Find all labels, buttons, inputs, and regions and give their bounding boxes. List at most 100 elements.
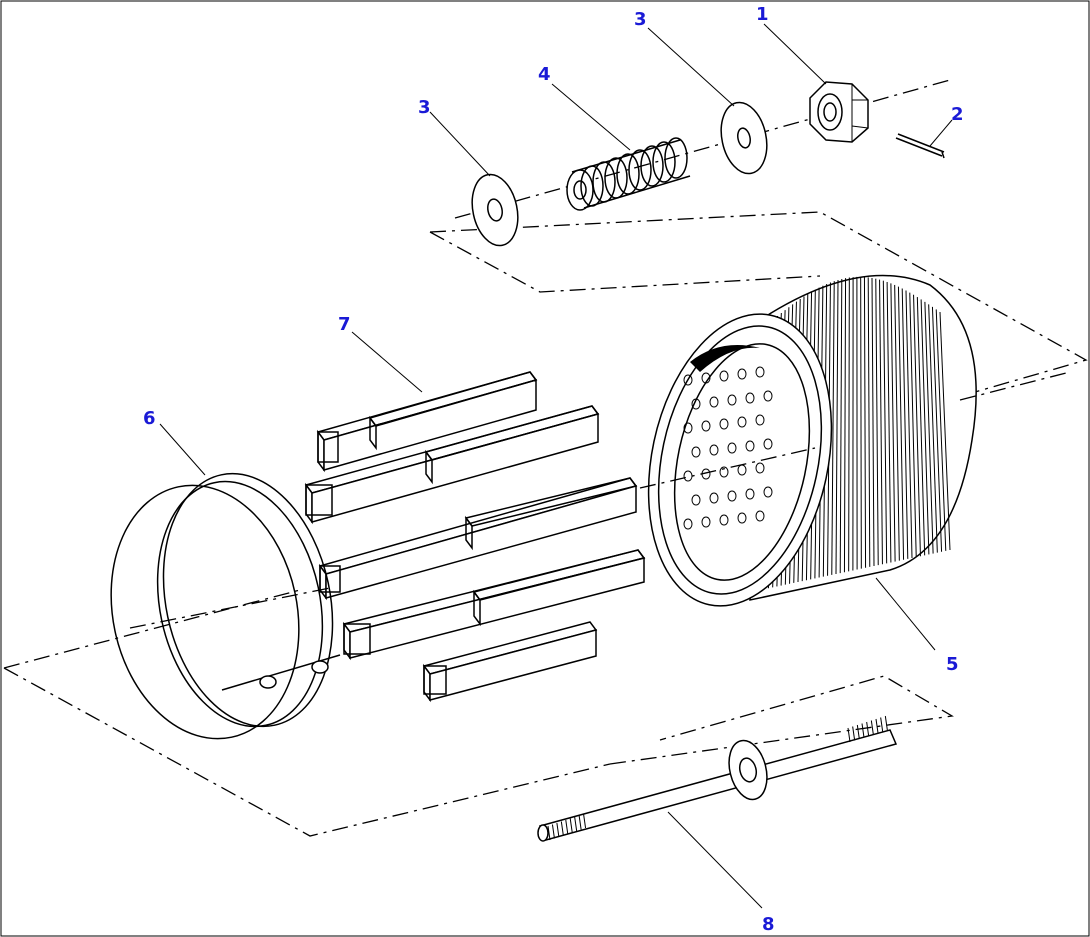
perforation-hole	[719, 466, 729, 478]
pleat-line	[890, 283, 896, 562]
thread-line	[551, 824, 555, 839]
perforation-hole	[745, 392, 755, 404]
pleat-line	[871, 277, 875, 567]
perforation-hole	[701, 516, 711, 528]
spacer-bar	[316, 371, 538, 473]
lower-plane-dashline-3	[609, 675, 954, 765]
stud	[537, 715, 898, 842]
perforation-hole	[719, 418, 729, 430]
pleat-line	[839, 278, 843, 574]
spacer-bars	[304, 371, 646, 703]
callout-7: 7	[338, 314, 351, 335]
perforation-hole	[719, 370, 729, 382]
thread-line	[866, 721, 870, 737]
pleat-line	[920, 299, 930, 555]
perforation-hole	[683, 518, 693, 530]
pleat-line	[843, 278, 847, 573]
perforation-hole	[763, 438, 773, 450]
perforation-hole	[709, 492, 719, 504]
pleat-line	[913, 294, 921, 557]
spring	[566, 137, 691, 211]
pleat-line	[860, 276, 862, 569]
callout-1: 1	[756, 4, 769, 25]
thread-line	[565, 819, 569, 835]
perforation-hole	[683, 374, 693, 386]
pleat-line	[939, 311, 951, 551]
perforation-hole	[755, 462, 765, 474]
perforation-hole	[719, 514, 729, 526]
callout-2: 2	[951, 104, 964, 125]
top-axis-line	[454, 79, 951, 219]
thread-line	[856, 724, 860, 740]
perforation-hole	[737, 512, 747, 524]
nut	[809, 81, 869, 143]
pleat-line	[831, 281, 835, 575]
perforation-hole	[709, 444, 719, 456]
stud-threads	[547, 715, 888, 841]
retaining-ring	[110, 472, 341, 740]
pleat-line	[863, 277, 867, 568]
callout-3-left: 3	[418, 97, 431, 118]
perforation-hole	[691, 398, 701, 410]
thread-line	[847, 727, 851, 743]
perforation-hole	[727, 394, 737, 406]
pleat-line	[886, 281, 892, 563]
thread-line	[578, 815, 582, 830]
thread-line	[875, 718, 879, 734]
cotter-pin	[895, 133, 945, 159]
perforation-hole	[755, 414, 765, 426]
perforation-hole	[737, 416, 747, 428]
pleat-line	[894, 284, 900, 561]
leader-lines	[159, 23, 953, 909]
callout-6: 6	[143, 408, 156, 429]
pleat-line	[935, 309, 947, 551]
thread-line	[583, 813, 587, 829]
thread-line	[884, 715, 888, 731]
thread-line	[852, 726, 856, 741]
pleat-line	[882, 280, 888, 564]
perforation-hole	[709, 396, 719, 408]
perforation-hole	[691, 446, 701, 458]
perforation-hole	[691, 494, 701, 506]
perforation-hole	[683, 422, 693, 434]
callout-labels: 1 2 3 3 4 5 6 7 8	[143, 4, 964, 935]
pleat-line	[924, 301, 934, 554]
spacer-bar	[304, 405, 600, 525]
lower-plane-dashline	[3, 589, 301, 669]
perforation-hole	[727, 490, 737, 502]
perforation-hole	[763, 486, 773, 498]
thread-line	[547, 825, 551, 841]
perforation-hole	[727, 442, 737, 454]
pleat-line	[835, 279, 839, 575]
thread-line	[569, 818, 573, 833]
ring-axis-line	[129, 587, 331, 629]
perforation-hole	[755, 510, 765, 522]
spacer-bar	[422, 621, 598, 703]
pleat-line	[897, 286, 905, 560]
thread-line	[556, 822, 560, 838]
perforation-hole	[745, 440, 755, 452]
pleat-line	[928, 304, 938, 553]
perforation-hole	[701, 420, 711, 432]
pleat-line	[931, 306, 943, 552]
pleat-line	[867, 277, 871, 567]
top-group	[429, 79, 1088, 393]
pleat-line	[916, 297, 926, 556]
pleat-line	[848, 277, 850, 572]
filter-element	[639, 274, 1071, 607]
perforation-hole	[763, 390, 773, 402]
spacer-bar	[342, 549, 646, 661]
pleat-line	[909, 292, 917, 558]
pleat-line	[875, 278, 879, 566]
lower-plane-dashline-2	[3, 667, 611, 837]
perforation-hole	[755, 366, 765, 378]
top-plane-dashline-2	[429, 231, 821, 293]
top-plane-dashline	[429, 211, 1088, 393]
thread-line	[880, 717, 884, 732]
pleat-line	[901, 288, 909, 559]
filter-perforations	[683, 366, 773, 530]
thread-line	[574, 816, 578, 832]
